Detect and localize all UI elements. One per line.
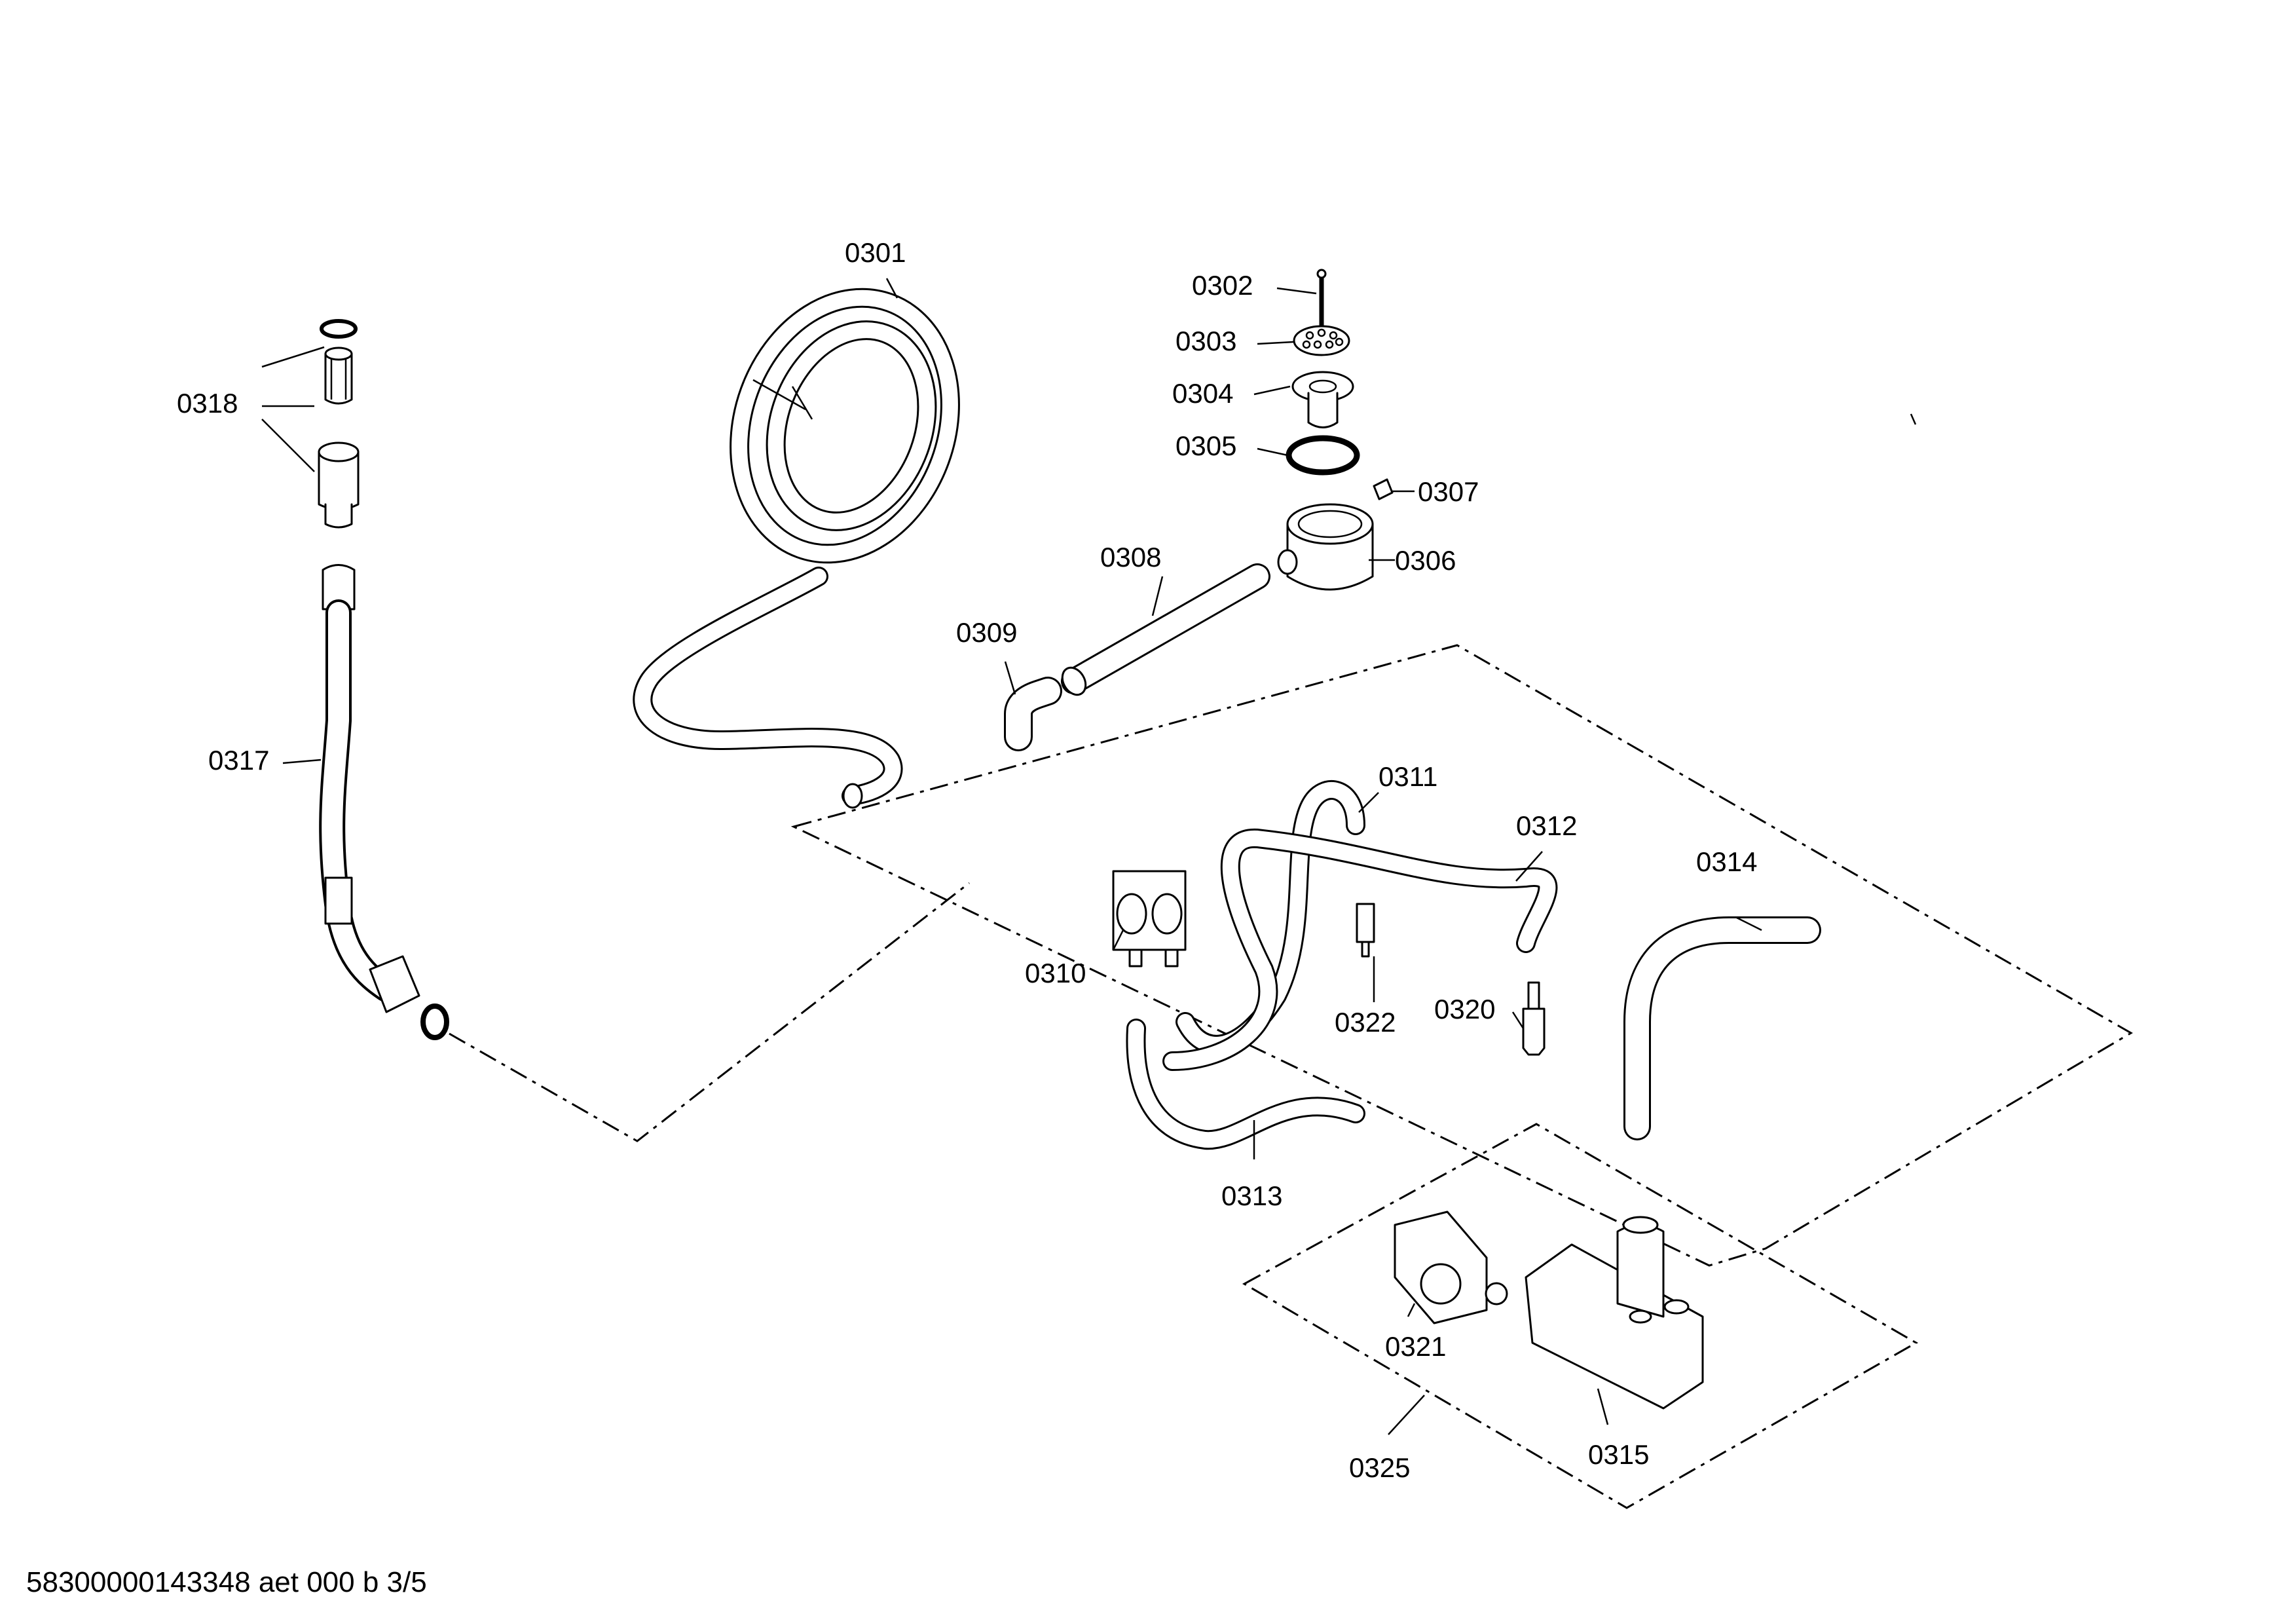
pump-hose [1623, 916, 1821, 1140]
label-0302: 0302 [1192, 270, 1253, 301]
inlet-valve [1112, 870, 1187, 967]
label-0322: 0322 [1335, 1007, 1396, 1038]
hose-elbow [1004, 677, 1062, 751]
label-0313: 0313 [1221, 1180, 1282, 1211]
drawing-reference: 58300000143348 aet 000 b 3/5 [26, 1566, 427, 1598]
inlet-hose [319, 564, 449, 1040]
label-0320: 0320 [1434, 994, 1495, 1024]
label-0311: 0311 [1379, 761, 1437, 792]
drain-hose-coil [633, 288, 960, 809]
label-0315: 0315 [1588, 1439, 1649, 1470]
label-0309: 0309 [956, 617, 1017, 648]
label-0321: 0321 [1385, 1331, 1446, 1362]
filter-pot-assembly [1277, 269, 1394, 591]
lower-assembly-boundary-link [449, 882, 970, 1142]
label-0304: 0304 [1172, 378, 1233, 409]
o-ring [1286, 435, 1360, 476]
label-0314: 0314 [1696, 846, 1757, 877]
label-0306: 0306 [1395, 545, 1456, 576]
upper-assembly-boundary [790, 644, 2133, 1267]
label-0308: 0308 [1100, 542, 1161, 572]
assembly-boundaries [449, 644, 2133, 1509]
label-0301: 0301 [845, 237, 906, 268]
label-0312: 0312 [1516, 810, 1577, 841]
straight-hose [1061, 563, 1270, 696]
filter-disc [1293, 325, 1350, 356]
label-0325: 0325 [1349, 1452, 1410, 1483]
label-0307: 0307 [1418, 476, 1479, 507]
small-plug [1373, 478, 1394, 500]
label-0318: 0318 [177, 388, 238, 419]
bracket [1522, 981, 1546, 1056]
part-labels: 0301 0302 0303 0304 0305 0307 0306 0308 … [177, 237, 1757, 1483]
lower-hose [1126, 1019, 1365, 1150]
valve-hose-loop [1162, 780, 1558, 1071]
inlet-fittings [318, 319, 360, 529]
pump-motor [1394, 1210, 1508, 1324]
sensor [1356, 903, 1375, 958]
leader-lines [261, 278, 1917, 1435]
label-0303: 0303 [1176, 326, 1236, 356]
pump-housing [1525, 1216, 1704, 1410]
label-0317: 0317 [208, 745, 269, 776]
label-0310: 0310 [1025, 958, 1086, 988]
label-0305: 0305 [1176, 430, 1236, 461]
pump-module-boundary [1242, 1123, 1919, 1509]
